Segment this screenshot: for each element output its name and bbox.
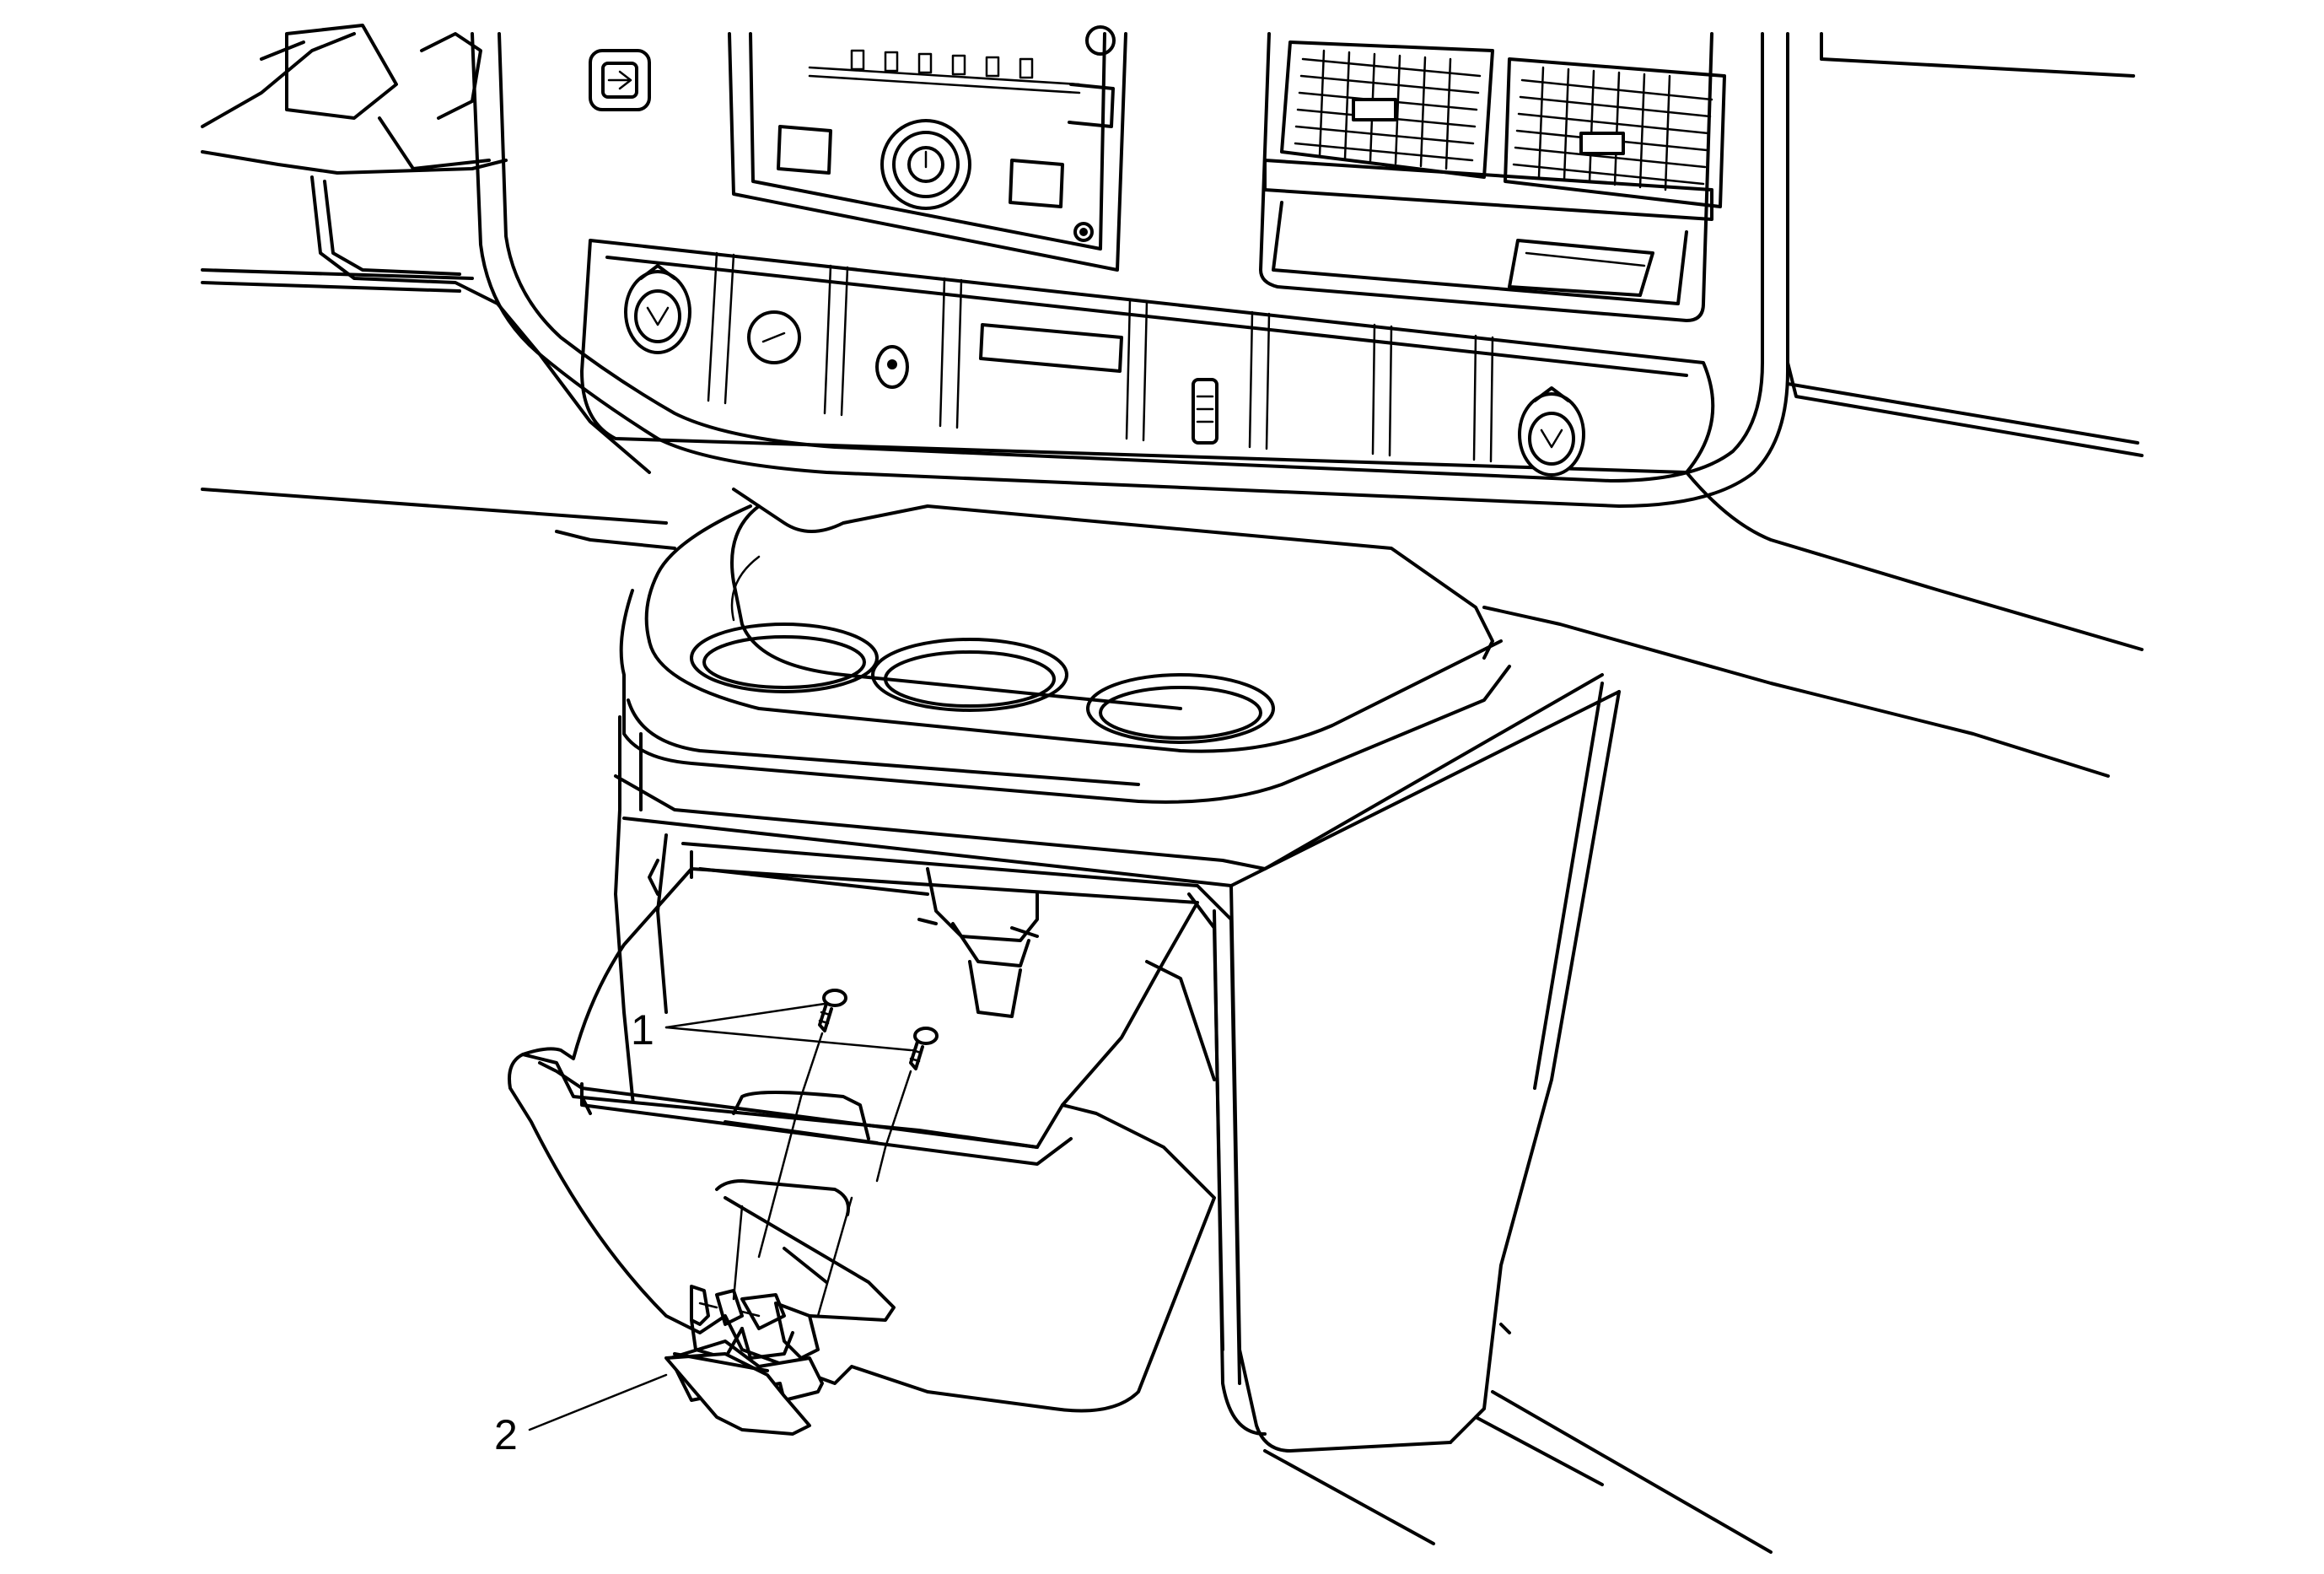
screw-upper: [818, 989, 847, 1032]
storage-compartment-opening: [648, 833, 1241, 1385]
storage-compartment-door: [508, 867, 1216, 1413]
storage-door-latch: [664, 1285, 824, 1436]
retaining-screws: [732, 989, 939, 1318]
center-air-vents: [1259, 32, 1726, 322]
center-stack-bezel: [471, 32, 1789, 508]
switch-panel: [580, 239, 1715, 477]
callout-1-label: 1: [631, 1006, 654, 1054]
cupholder-tray: [619, 488, 1511, 804]
callout-leaders: [528, 1002, 912, 1431]
screw-lower: [909, 1027, 939, 1070]
radio-head-unit: [728, 25, 1127, 272]
callout-2-label: 2: [494, 1411, 518, 1458]
left-dashboard-panel: [201, 24, 676, 550]
right-dashboard-panel: [1482, 32, 2144, 778]
